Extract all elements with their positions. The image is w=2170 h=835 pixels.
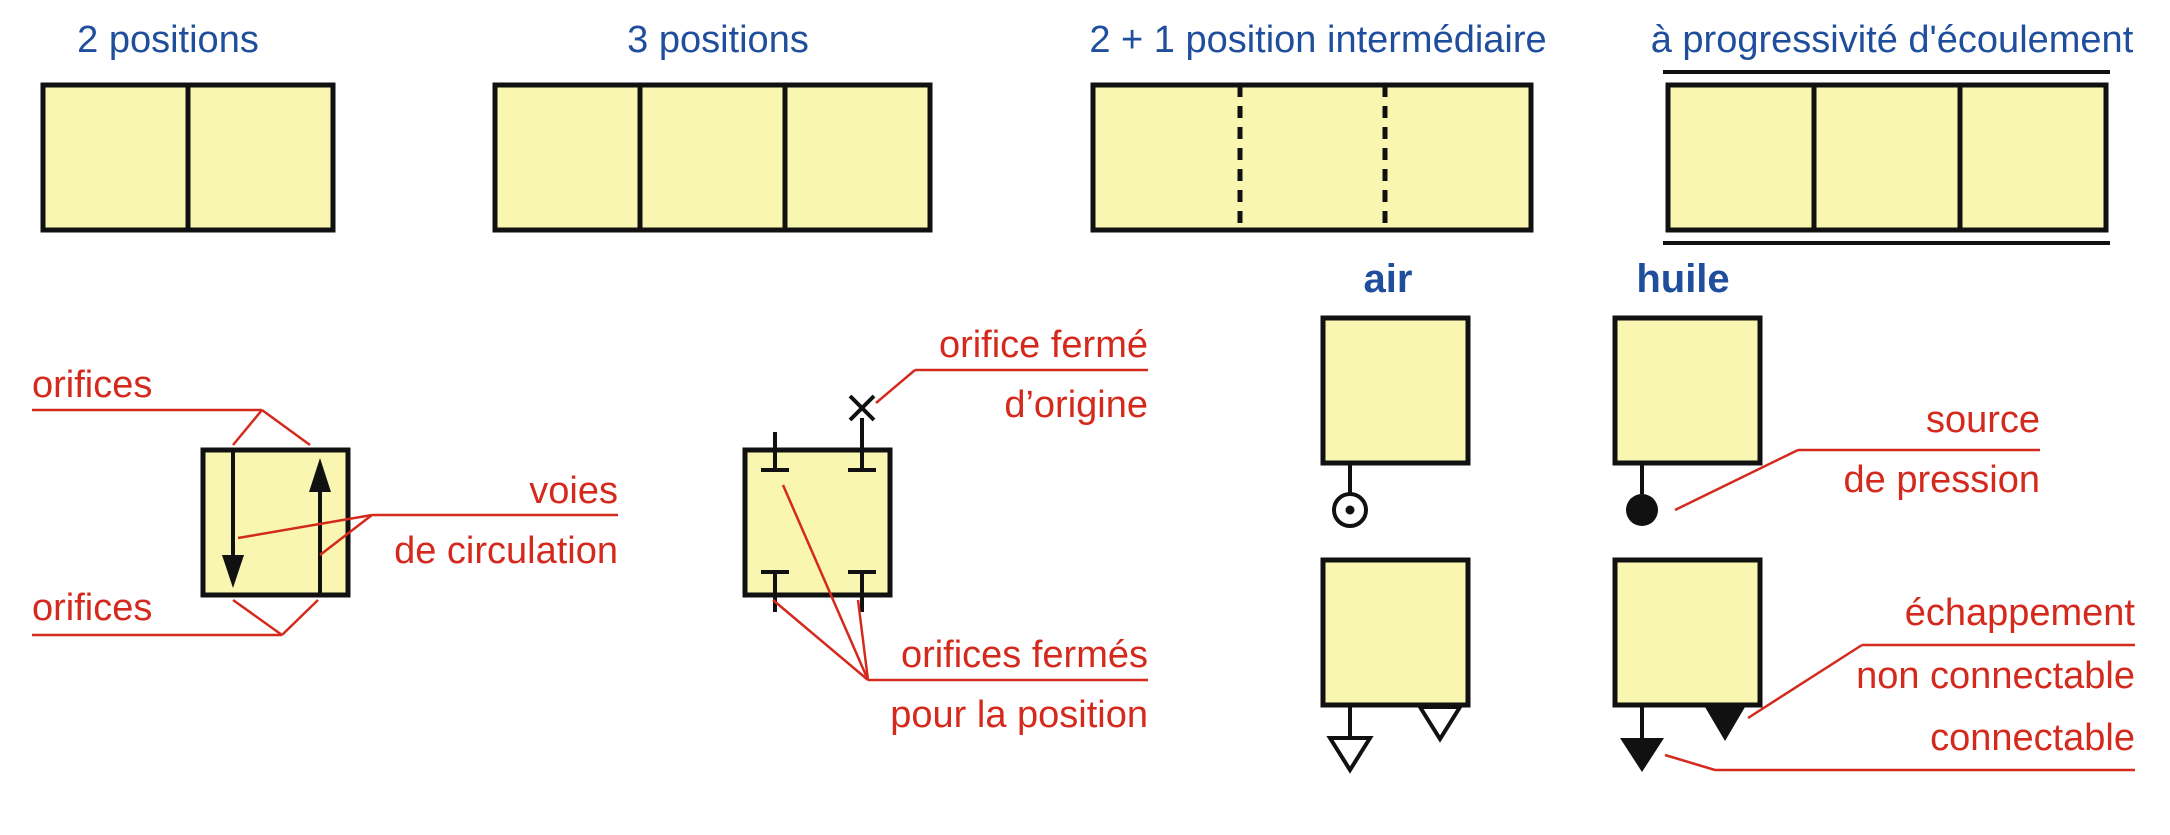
intermediate-position-valve-symbol bbox=[1090, 82, 1534, 233]
closed-orifices-symbol bbox=[742, 394, 893, 612]
label-exhaust: échappement bbox=[1905, 592, 2136, 634]
label-orifices-bottom: orifices bbox=[32, 587, 152, 629]
label-orifices-top: orifices bbox=[32, 364, 152, 406]
label-ways-line2: de circulation bbox=[394, 530, 618, 572]
air-exhaust-symbol bbox=[1320, 557, 1471, 774]
label-non-connectable: non connectable bbox=[1856, 655, 2135, 697]
label-closed-position-line1: orifices fermés bbox=[901, 634, 1148, 676]
flow-paths-symbol bbox=[200, 447, 351, 598]
title-oil: huile bbox=[1636, 257, 1729, 301]
oil-exhaust-symbol bbox=[1612, 557, 1763, 772]
progressive-flow-valve-symbol bbox=[1663, 70, 2110, 245]
air-pressure-source-symbol bbox=[1320, 315, 1471, 528]
two-position-valve-symbol bbox=[40, 82, 336, 233]
title-two-positions: 2 positions bbox=[77, 19, 259, 61]
label-closed-position-line2: pour la position bbox=[890, 694, 1148, 736]
title-two-plus-one: 2 + 1 position intermédiaire bbox=[1089, 19, 1546, 61]
title-progressive-flow: à progressivité d'écoulement bbox=[1651, 19, 2134, 61]
title-air: air bbox=[1364, 257, 1413, 301]
label-ways-line1: voies bbox=[529, 470, 618, 512]
orifices-leaders bbox=[32, 408, 618, 637]
pressure-exhaust-leaders bbox=[1664, 448, 2135, 772]
title-three-positions: 3 positions bbox=[627, 19, 809, 61]
closed-orifices-leaders bbox=[772, 368, 1148, 682]
three-position-valve-symbol bbox=[492, 82, 933, 233]
oil-pressure-source-symbol bbox=[1612, 315, 1763, 526]
label-connectable: connectable bbox=[1930, 717, 2135, 759]
label-closed-origin-line1: orifice fermé bbox=[939, 324, 1148, 366]
label-closed-origin-line2: d’origine bbox=[1004, 384, 1148, 426]
label-pressure-line2: de pression bbox=[1844, 459, 2040, 501]
label-pressure-line1: source bbox=[1926, 399, 2040, 441]
